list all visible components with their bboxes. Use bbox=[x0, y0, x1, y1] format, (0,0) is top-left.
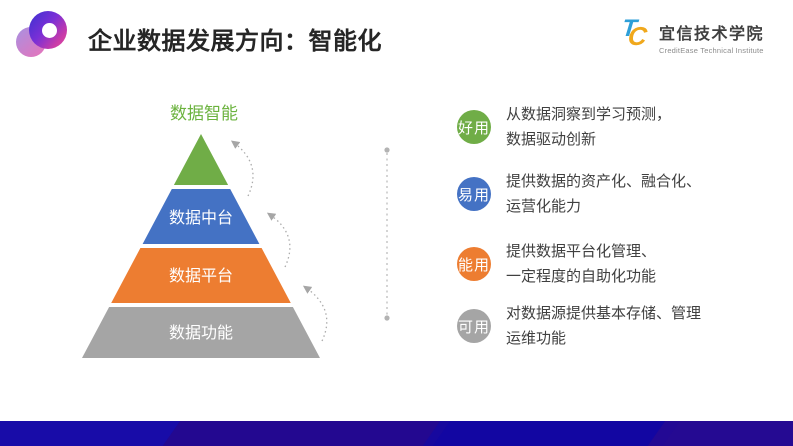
badge-haoyong: 好用 bbox=[457, 110, 491, 144]
brand-text: 宜信技术学院 CreditEase Technical Institute bbox=[659, 20, 764, 55]
divider-top-dot-icon bbox=[384, 147, 390, 153]
feature-row-excellent: 好用 从数据洞察到学习预测， 数据驱动创新 bbox=[457, 102, 671, 152]
pyramid-label-platform: 数据平台 bbox=[169, 267, 233, 285]
feature-line: 提供数据的资产化、融合化、 bbox=[506, 173, 702, 190]
feature-line: 运维功能 bbox=[506, 330, 567, 347]
logo-letter-t: T bbox=[620, 15, 639, 42]
feature-line: 对数据源提供基本存储、管理 bbox=[506, 305, 702, 322]
brand-name: 宜信技术学院 bbox=[659, 26, 765, 43]
badge-keyong: 可用 bbox=[457, 309, 491, 343]
feature-row-easy: 易用 提供数据的资产化、融合化、 运营化能力 bbox=[457, 169, 701, 219]
feature-text: 提供数据的资产化、融合化、 运营化能力 bbox=[506, 169, 701, 219]
feature-text: 对数据源提供基本存储、管理 运维功能 bbox=[506, 301, 701, 351]
pyramid-label-middle-platform: 数据中台 bbox=[169, 209, 233, 227]
slide-logo bbox=[0, 0, 80, 70]
pyramid-level-platform bbox=[111, 248, 291, 303]
feature-row-available: 可用 对数据源提供基本存储、管理 运维功能 bbox=[457, 301, 701, 351]
bottom-decorative-band bbox=[0, 421, 793, 446]
creditease-brand: C T 宜信技术学院 CreditEase Technical Institut… bbox=[621, 15, 764, 55]
pyramid-top-label: 数据智能 bbox=[170, 104, 238, 123]
badge-nengyong: 能用 bbox=[457, 247, 491, 281]
feature-text: 从数据洞察到学习预测， 数据驱动创新 bbox=[506, 102, 671, 152]
brand-subtitle: CreditEase Technical Institute bbox=[659, 46, 764, 55]
band-shape bbox=[154, 421, 446, 446]
pyramid-label-function: 数据功能 bbox=[169, 324, 233, 342]
logo-ring-hole bbox=[42, 23, 57, 38]
feature-line: 运营化能力 bbox=[506, 198, 582, 215]
pyramid-level-function bbox=[82, 307, 320, 358]
pyramid-diagram: 数据智能 数据中台 数据平台 数据功能 bbox=[82, 104, 390, 358]
feature-row-capable: 能用 提供数据平台化管理、 一定程度的自助化功能 bbox=[457, 239, 656, 289]
page-title: 企业数据发展方向：智能化 bbox=[88, 28, 382, 55]
band-shape bbox=[0, 421, 186, 446]
pyramid-level-middle-platform bbox=[142, 189, 260, 244]
feature-line: 提供数据平台化管理、 bbox=[506, 243, 657, 260]
curved-arrow-icon-middle bbox=[266, 212, 291, 268]
feature-line: 数据驱动创新 bbox=[506, 131, 597, 148]
pyramid-level-intelligence bbox=[173, 134, 229, 185]
band-shape bbox=[424, 421, 686, 446]
badge-yiyong: 易用 bbox=[457, 177, 491, 211]
curved-arrow-icon-bottom bbox=[302, 285, 328, 342]
feature-line: 从数据洞察到学习预测， bbox=[506, 106, 672, 123]
creditease-logo-icon: C T bbox=[621, 15, 652, 54]
band-shape bbox=[639, 421, 793, 446]
feature-line: 一定程度的自助化功能 bbox=[506, 268, 657, 285]
divider-bottom-dot-icon bbox=[384, 315, 390, 321]
feature-text: 提供数据平台化管理、 一定程度的自助化功能 bbox=[506, 239, 656, 289]
curved-arrow-icon-top bbox=[230, 140, 254, 197]
